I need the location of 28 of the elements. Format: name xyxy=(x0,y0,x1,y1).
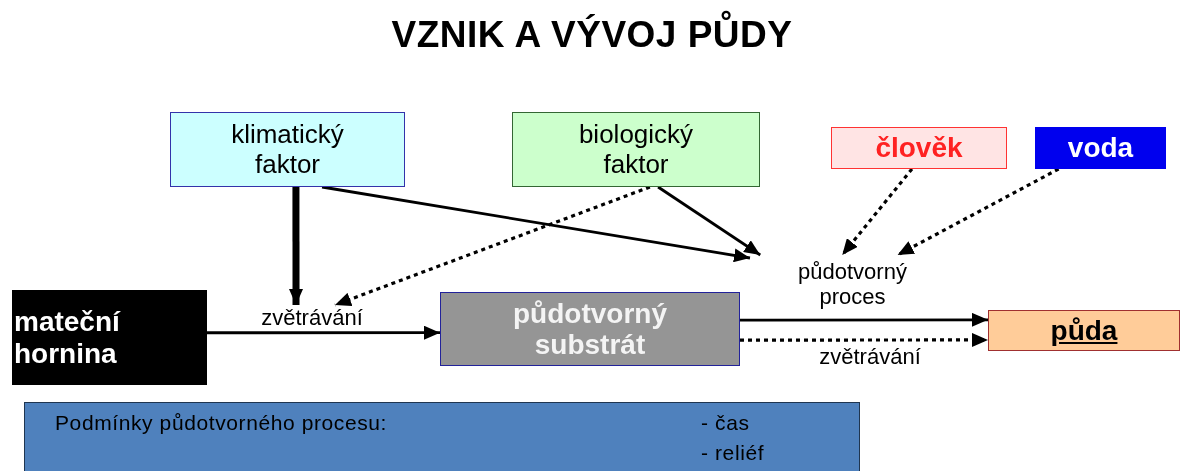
node-label: voda xyxy=(1067,132,1134,164)
condition-text: - čas xyxy=(701,411,750,435)
arrow xyxy=(841,168,914,256)
conditions-panel xyxy=(24,402,860,471)
factor-box xyxy=(1035,127,1166,169)
arrow xyxy=(657,185,762,257)
substrate-box xyxy=(440,292,740,366)
factor-box xyxy=(512,112,760,187)
factor-box xyxy=(170,112,405,187)
node-label: půdotvorný substrát xyxy=(512,297,668,361)
condition-text: - reliéf xyxy=(701,441,765,465)
node-label: biologický faktor xyxy=(577,120,695,179)
condition-text: Podmínky půdotvorného procesu: xyxy=(55,411,388,435)
process-label: zvětrávání xyxy=(212,305,412,331)
node-label: mateční hornina xyxy=(13,306,122,369)
node-label: půda xyxy=(1050,314,1118,347)
arrow xyxy=(740,332,988,347)
soil-box xyxy=(988,310,1180,351)
arrow xyxy=(740,312,988,327)
arrow xyxy=(207,325,440,340)
arrow xyxy=(334,185,651,307)
process-label: půdotvorný proces xyxy=(750,255,955,315)
node-label: klimatický faktor xyxy=(230,120,345,179)
rock-box xyxy=(12,290,207,385)
arrow xyxy=(321,185,751,263)
arrow xyxy=(896,167,1060,257)
node-label: člověk xyxy=(875,132,963,164)
factor-box xyxy=(831,127,1007,169)
